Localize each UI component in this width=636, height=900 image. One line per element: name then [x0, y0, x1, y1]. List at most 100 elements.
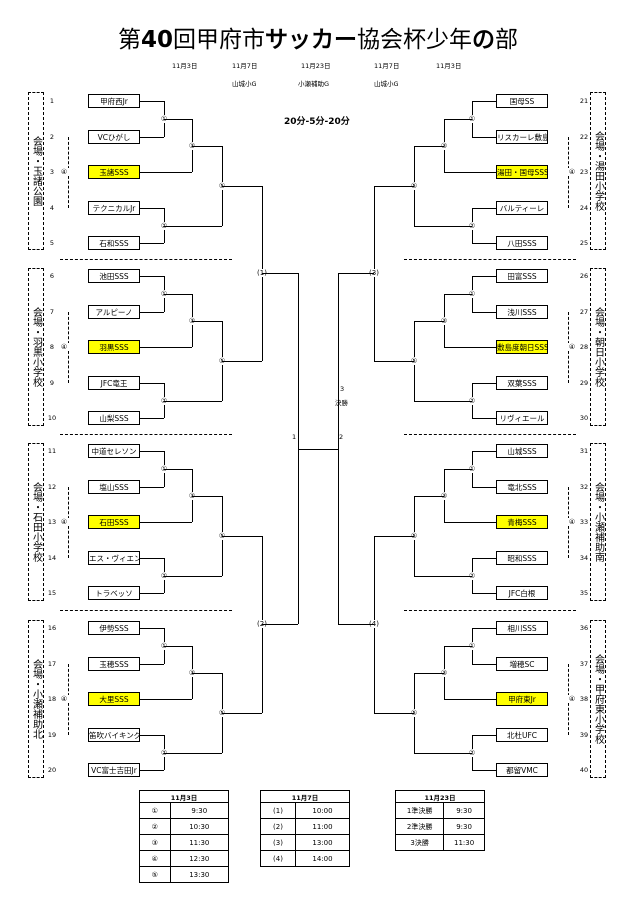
final-label: 決勝	[335, 399, 348, 407]
venue-label: 会場・羽黒小学校	[28, 268, 44, 426]
team-number: 30	[579, 414, 589, 422]
team-number: 10	[47, 414, 57, 422]
bracket-line	[414, 225, 472, 227]
team-number: 8	[49, 343, 55, 351]
bracket-line	[472, 593, 496, 594]
team-box: 相川SSS	[496, 621, 548, 635]
team-number: 37	[579, 660, 589, 668]
team-box: 塩山SSS	[88, 480, 140, 494]
bracket-line	[472, 487, 496, 488]
schedule-cell: ③	[139, 834, 171, 851]
bracket-line	[472, 628, 496, 629]
schedule-cell: 11:00	[295, 818, 350, 835]
bracket-line	[140, 735, 164, 736]
date-label: 11月3日	[172, 62, 198, 70]
team-box: 増穂SC	[496, 657, 548, 671]
team-box: 大里SSS	[88, 692, 140, 706]
team-number: 22	[579, 133, 589, 141]
team-box: 昭和SSS	[496, 551, 548, 565]
team-number: 33	[579, 518, 589, 526]
final-side-number: 1	[292, 433, 297, 441]
match-mark: ④	[58, 695, 70, 703]
bracket-line	[376, 360, 414, 362]
schedule-cell: ①	[139, 802, 171, 819]
match-mark: ③	[438, 668, 450, 677]
bracket-line	[164, 646, 192, 647]
bracket-line	[374, 712, 376, 714]
bracket-line	[338, 273, 374, 274]
team-number: 16	[47, 624, 57, 632]
bracket-line	[140, 699, 192, 700]
bracket-line	[222, 185, 260, 187]
bracket-line	[444, 347, 496, 348]
bracket-line	[376, 712, 414, 714]
bracket-line	[140, 522, 192, 523]
team-number: 36	[579, 624, 589, 632]
match-mark: ⑤	[408, 531, 420, 540]
bracket-line	[192, 320, 222, 322]
team-box: JFC白根	[496, 586, 548, 600]
match-mark: ⑤	[408, 708, 420, 717]
team-box: 山梨SSS	[88, 411, 140, 425]
match-mark: ①	[466, 115, 478, 123]
bracket-line	[260, 360, 262, 362]
match-mark: ⑤	[408, 356, 420, 365]
schedule-cell: 1準決勝	[394, 802, 445, 819]
date-label: 11月3日	[436, 62, 462, 70]
ground-label: 山城小G	[232, 80, 257, 88]
match-mark: ②	[466, 221, 478, 230]
schedule-cell: ②	[139, 818, 171, 835]
date-label: 11月7日	[232, 62, 258, 70]
bracket-line	[414, 575, 472, 577]
bracket-line	[414, 672, 444, 674]
bracket-line	[192, 672, 222, 674]
team-box: 双葉SSS	[496, 376, 548, 390]
bracket-line	[414, 320, 444, 322]
bracket-line	[472, 558, 496, 559]
bracket-line	[444, 699, 496, 700]
team-number: 27	[579, 308, 589, 316]
bracket-line	[260, 185, 262, 187]
match-mark: ④	[566, 343, 578, 351]
match-mark: ③	[438, 491, 450, 500]
team-box: VC富士吉田Jr	[88, 763, 140, 777]
team-number: 19	[47, 731, 57, 739]
team-number: 18	[47, 695, 57, 703]
bracket-line	[376, 185, 414, 187]
bracket-line	[444, 294, 472, 295]
team-number: 14	[47, 554, 57, 562]
team-box: 山城SSS	[496, 444, 548, 458]
schedule-cell: 10:30	[169, 818, 230, 835]
bracket-line	[140, 276, 164, 277]
team-box: 都留VMC	[496, 763, 548, 777]
bracket-line	[472, 418, 496, 419]
match-mark: ②	[466, 748, 478, 757]
team-number: 39	[579, 731, 589, 739]
team-number: 38	[579, 695, 589, 703]
team-number: 12	[47, 483, 57, 491]
team-box: 笛吹バイキング	[88, 728, 140, 742]
bracket-line	[472, 101, 496, 102]
team-box: 石和SSS	[88, 236, 140, 250]
match-mark: ⑤	[408, 181, 420, 190]
bracket-line	[140, 347, 192, 348]
match-mark: ②	[466, 571, 478, 580]
schedule-cell: 12:30	[169, 850, 230, 867]
team-number: 34	[579, 554, 589, 562]
schedule-cell: 11:30	[443, 834, 485, 851]
team-number: 21	[579, 97, 589, 105]
team-box: 中道セレソン	[88, 444, 140, 458]
bracket-line	[192, 495, 222, 497]
bracket-line	[376, 535, 414, 537]
team-box: 国母SS	[496, 94, 548, 108]
bracket-line	[262, 273, 298, 274]
ground-label: 小瀬補助G	[298, 80, 330, 88]
schedule-cell: 9:30	[169, 802, 230, 819]
team-box: バルティーレ	[496, 201, 548, 215]
bracket-line	[374, 360, 376, 362]
bracket-line	[140, 593, 164, 594]
bracket-line	[164, 469, 192, 470]
team-number: 3	[49, 168, 55, 176]
schedule-cell: 2準決勝	[394, 818, 445, 835]
